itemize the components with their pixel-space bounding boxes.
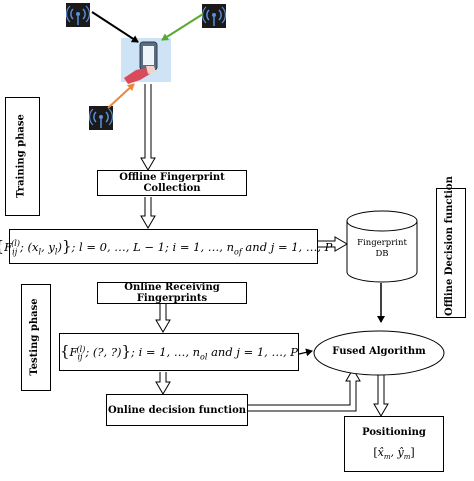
training-phase-box	[5, 97, 40, 216]
fingerprint-db	[346, 210, 418, 283]
offline-decision-box	[436, 188, 466, 318]
training-phase-label: Training phase	[15, 114, 27, 198]
fused-algorithm-node	[313, 330, 445, 376]
offline-decision-label: Offline Decision function	[444, 176, 455, 316]
online-fingerprint-set-box: {Fij(l); (?, ?)}; i = 1, …, nol and j = …	[59, 333, 299, 371]
position-estimate-formula: [x̂m, ŷm]	[373, 445, 415, 462]
hollow-arrow	[248, 368, 361, 412]
hollow-arrow	[155, 372, 171, 395]
online-decision-function-box: Online decision function	[106, 394, 248, 426]
offline-fingerprint-set-box: {Fij(l); (xl, yl)}; l = 0, …, L − 1; i =…	[0, 229, 332, 264]
offline-fingerprint-set-formula: {Fij(l); (xl, yl)}; l = 0, …, L − 1; i =…	[0, 236, 333, 257]
online-fingerprint-set-formula: {Fij(l); (?, ?)}; i = 1, …, nol and j = …	[59, 342, 299, 362]
testing-phase-label: Testing phase	[29, 298, 40, 376]
offline-fingerprint-collection-box: Offline Fingerprint Collection	[97, 170, 247, 196]
antenna-icon	[202, 4, 226, 28]
fused-algorithm-label: Fused Algorithm	[332, 346, 426, 357]
testing-phase-box	[21, 284, 51, 391]
hollow-arrow	[155, 304, 171, 333]
positioning-box: Positioning [x̂m, ŷm]	[344, 416, 444, 472]
hollow-arrow	[140, 84, 156, 171]
online-receiving-fingerprints-box: Online Receiving Fingerprints	[97, 282, 247, 304]
antenna-icon	[89, 106, 113, 130]
smartphone-icon	[121, 38, 171, 84]
db-label-line2: DB	[375, 249, 389, 259]
antenna-icon	[66, 3, 90, 27]
db-label-line1: Fingerprint	[357, 238, 407, 248]
hollow-arrow	[140, 197, 156, 229]
fingerprint-db-label: Fingerprint DB	[350, 238, 414, 260]
hollow-arrow	[373, 373, 389, 417]
positioning-label: Positioning	[362, 426, 426, 438]
